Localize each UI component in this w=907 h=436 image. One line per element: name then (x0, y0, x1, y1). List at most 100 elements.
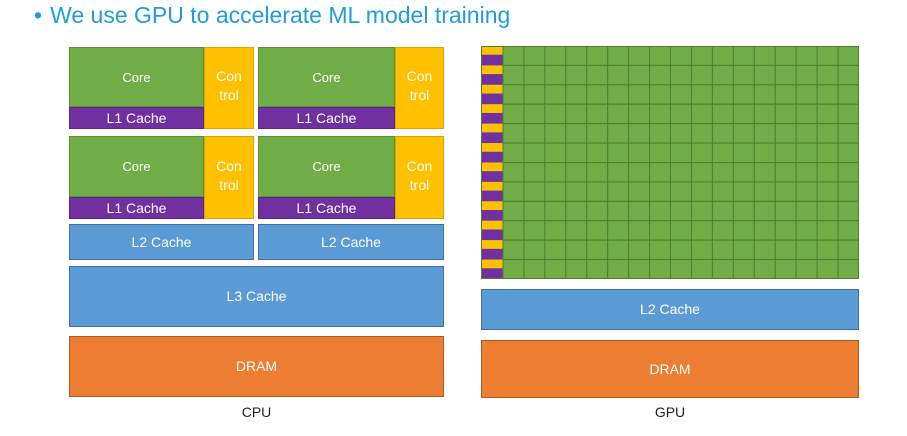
gpu-core-cell (795, 220, 818, 241)
gpu-core-cell (607, 123, 630, 144)
gpu-core-cell (711, 162, 734, 183)
gpu-core-cell (732, 64, 755, 86)
gpu-core-cell (565, 103, 588, 125)
gpu-control-strip (481, 240, 503, 249)
gpu-l1-strip (481, 268, 503, 279)
gpu-core-cell (690, 220, 713, 241)
gpu-core-cell (628, 142, 651, 164)
gpu-core-cell (649, 200, 672, 222)
gpu-core-cell (502, 200, 525, 222)
core-label: Core (312, 159, 341, 174)
gpu-core-cell (649, 84, 672, 105)
gpu-core-cell (586, 181, 609, 202)
gpu-core-cell (586, 123, 609, 144)
gpu-core-cell (523, 200, 546, 222)
gpu-core-cell (670, 84, 692, 105)
control-label-2: trol (219, 87, 239, 103)
gpu-core-cell (753, 123, 776, 144)
cpu-core-1: Core (69, 47, 204, 107)
gpu-control-strip (481, 65, 503, 75)
gpu-core-cell (732, 181, 755, 202)
gpu-l1-strip (481, 74, 503, 85)
gpu-grid-border (481, 46, 859, 279)
gpu-core-cell (565, 220, 588, 241)
gpu-core-cell (795, 103, 818, 125)
gpu-l1-strip (481, 229, 503, 241)
gpu-core-cell (502, 220, 525, 241)
cpu-core-4: Core (258, 136, 395, 197)
gpu-core-cell (816, 103, 839, 125)
gpu-control-strip (481, 259, 503, 269)
gpu-l1-strip (481, 132, 503, 144)
gpu-core-cell (711, 64, 734, 86)
gpu-core-cell (816, 200, 839, 222)
cpu-l1-cache-1: L1 Cache (69, 107, 204, 129)
gpu-core-cell (753, 84, 776, 105)
gpu-core-cell (837, 64, 859, 86)
gpu-core-cell (753, 239, 776, 261)
gpu-core-cell (607, 181, 630, 202)
gpu-core-cell (690, 162, 713, 183)
gpu-core-cell (523, 123, 546, 144)
gpu-core-cell (502, 181, 525, 202)
l1-label: L1 Cache (106, 199, 167, 216)
gpu-core-cell (628, 64, 651, 86)
gpu-core-cell (732, 239, 755, 261)
gpu-core-cell (670, 200, 692, 222)
gpu-core-cell (774, 259, 797, 279)
gpu-core-cell (607, 162, 630, 183)
gpu-core-cell (732, 84, 755, 105)
gpu-core-cell (670, 259, 692, 279)
gpu-l1-strip (481, 248, 503, 260)
gpu-core-cell (670, 123, 692, 144)
gpu-core-cell (544, 103, 567, 125)
gpu-core-cell (711, 46, 734, 66)
gpu-l1-strip (481, 151, 503, 163)
gpu-core-cell (649, 259, 672, 279)
gpu-core-cell (586, 162, 609, 183)
gpu-control-strip (481, 162, 503, 172)
gpu-core-cell (586, 142, 609, 164)
gpu-l1-strip (481, 171, 503, 182)
gpu-core-cell (711, 103, 734, 125)
gpu-l1-strip (481, 210, 503, 221)
gpu-core-cell (607, 142, 630, 164)
gpu-core-cell (732, 103, 755, 125)
gpu-core-cell (586, 200, 609, 222)
gpu-core-cell (774, 46, 797, 66)
cpu-core-2: Core (258, 47, 395, 107)
gpu-core-cell (837, 200, 859, 222)
gpu-core-cell (795, 239, 818, 261)
gpu-core-cell (732, 123, 755, 144)
gpu-core-cell (607, 200, 630, 222)
gpu-core-cell (523, 46, 546, 66)
gpu-core-cell (607, 103, 630, 125)
gpu-core-cell (795, 123, 818, 144)
gpu-l1-strip (481, 112, 503, 124)
gpu-control-strip (481, 143, 503, 152)
gpu-core-cell (586, 46, 609, 66)
gpu-core-cell (732, 259, 755, 279)
gpu-core-cell (690, 123, 713, 144)
gpu-core-cell (670, 142, 692, 164)
gpu-core-cell (628, 46, 651, 66)
gpu-core-cell (565, 259, 588, 279)
gpu-core-cell (502, 103, 525, 125)
gpu-core-cell (502, 64, 525, 86)
gpu-core-cell (607, 64, 630, 86)
gpu-control-strip (481, 84, 503, 94)
gpu-core-cell (711, 220, 734, 241)
gpu-core-cell (628, 239, 651, 261)
gpu-caption: GPU (654, 404, 686, 420)
gpu-core-cell (816, 181, 839, 202)
gpu-core-cell (565, 64, 588, 86)
control-label-2: trol (409, 87, 430, 103)
gpu-core-cell (565, 162, 588, 183)
gpu-core-cell (690, 46, 713, 66)
core-label: Core (122, 69, 151, 85)
gpu-core-cell (795, 84, 818, 105)
gpu-core-cell (816, 259, 839, 279)
gpu-core-cell (837, 103, 859, 125)
gpu-control-strip (481, 123, 503, 133)
gpu-core-cell (816, 162, 839, 183)
